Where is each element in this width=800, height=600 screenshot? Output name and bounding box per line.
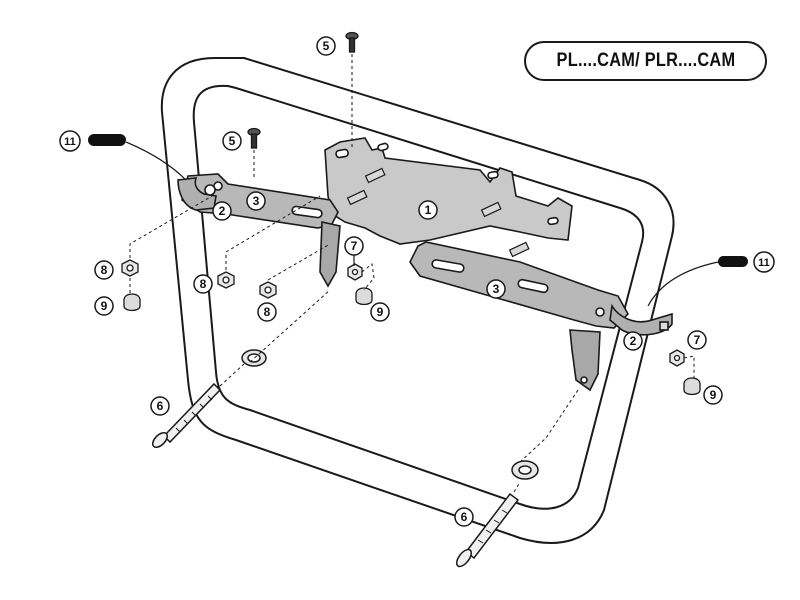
svg-text:6: 6 bbox=[157, 399, 164, 413]
screw-left bbox=[247, 127, 261, 149]
long-bolt-left bbox=[151, 382, 222, 449]
screw-top bbox=[345, 31, 359, 53]
flange-nut bbox=[121, 259, 277, 299]
callout-11-left: 11 bbox=[59, 130, 81, 152]
callout-3-left: 3 bbox=[246, 191, 266, 211]
svg-text:9: 9 bbox=[377, 305, 384, 319]
mounting-plate bbox=[324, 137, 573, 258]
tubular-frame bbox=[160, 57, 675, 544]
svg-text:11: 11 bbox=[758, 257, 770, 269]
stud-bolt bbox=[346, 167, 530, 258]
frame-end-grommet-right bbox=[511, 460, 539, 480]
svg-text:7: 7 bbox=[351, 239, 358, 253]
svg-text:3: 3 bbox=[253, 194, 260, 208]
callout-9-center: 9 bbox=[370, 302, 390, 322]
long-bolt-right bbox=[455, 492, 520, 568]
svg-text:3: 3 bbox=[493, 282, 500, 296]
svg-text:9: 9 bbox=[101, 299, 108, 313]
frame-end-grommet-left bbox=[241, 349, 267, 367]
svg-text:8: 8 bbox=[200, 277, 207, 291]
svg-text:2: 2 bbox=[630, 334, 637, 348]
svg-text:7: 7 bbox=[694, 333, 701, 347]
callout-1: 1 bbox=[418, 200, 438, 220]
callout-6-right: 6 bbox=[454, 507, 474, 527]
protective-cap bbox=[123, 287, 701, 396]
small-nut bbox=[347, 263, 685, 367]
callout-7-right: 7 bbox=[687, 330, 707, 350]
svg-text:6: 6 bbox=[461, 510, 468, 524]
callout-2-left: 2 bbox=[212, 201, 232, 221]
callout-5-left: 5 bbox=[222, 131, 242, 151]
svg-text:5: 5 bbox=[229, 134, 236, 148]
black-end-cap bbox=[88, 134, 748, 267]
model-code-text: PL....CAM/ PLR....CAM bbox=[556, 50, 735, 71]
callout-6-left: 6 bbox=[150, 396, 170, 416]
callout-7-center: 7 bbox=[344, 236, 364, 256]
svg-text:8: 8 bbox=[264, 305, 271, 319]
callout-5-top: 5 bbox=[316, 36, 336, 56]
right-bracket-arm bbox=[409, 241, 629, 392]
model-code-label: PL....CAM/ PLR....CAM bbox=[524, 41, 767, 81]
part-callouts: 1 2 2 3 3 5 5 6 6 7 7 8 8 8 9 9 9 11 11 bbox=[59, 36, 775, 527]
svg-text:5: 5 bbox=[323, 39, 330, 53]
svg-text:1: 1 bbox=[425, 203, 432, 217]
cap-leader-lines bbox=[125, 141, 719, 307]
callout-8-far-left: 8 bbox=[94, 260, 114, 280]
callout-9-left: 9 bbox=[94, 296, 114, 316]
callout-2-right: 2 bbox=[623, 331, 643, 351]
svg-text:8: 8 bbox=[101, 263, 108, 277]
callout-3-right: 3 bbox=[486, 279, 506, 299]
callout-8-center: 8 bbox=[257, 302, 277, 322]
callout-11-right: 11 bbox=[753, 251, 775, 273]
svg-text:9: 9 bbox=[710, 388, 717, 402]
svg-text:2: 2 bbox=[219, 204, 226, 218]
assembly-leader-lines bbox=[129, 54, 695, 493]
right-clamp bbox=[609, 303, 673, 336]
left-clamp bbox=[177, 177, 217, 211]
callout-9-right: 9 bbox=[703, 385, 723, 405]
svg-text:11: 11 bbox=[64, 136, 76, 148]
callout-8-mid-left: 8 bbox=[193, 274, 213, 294]
